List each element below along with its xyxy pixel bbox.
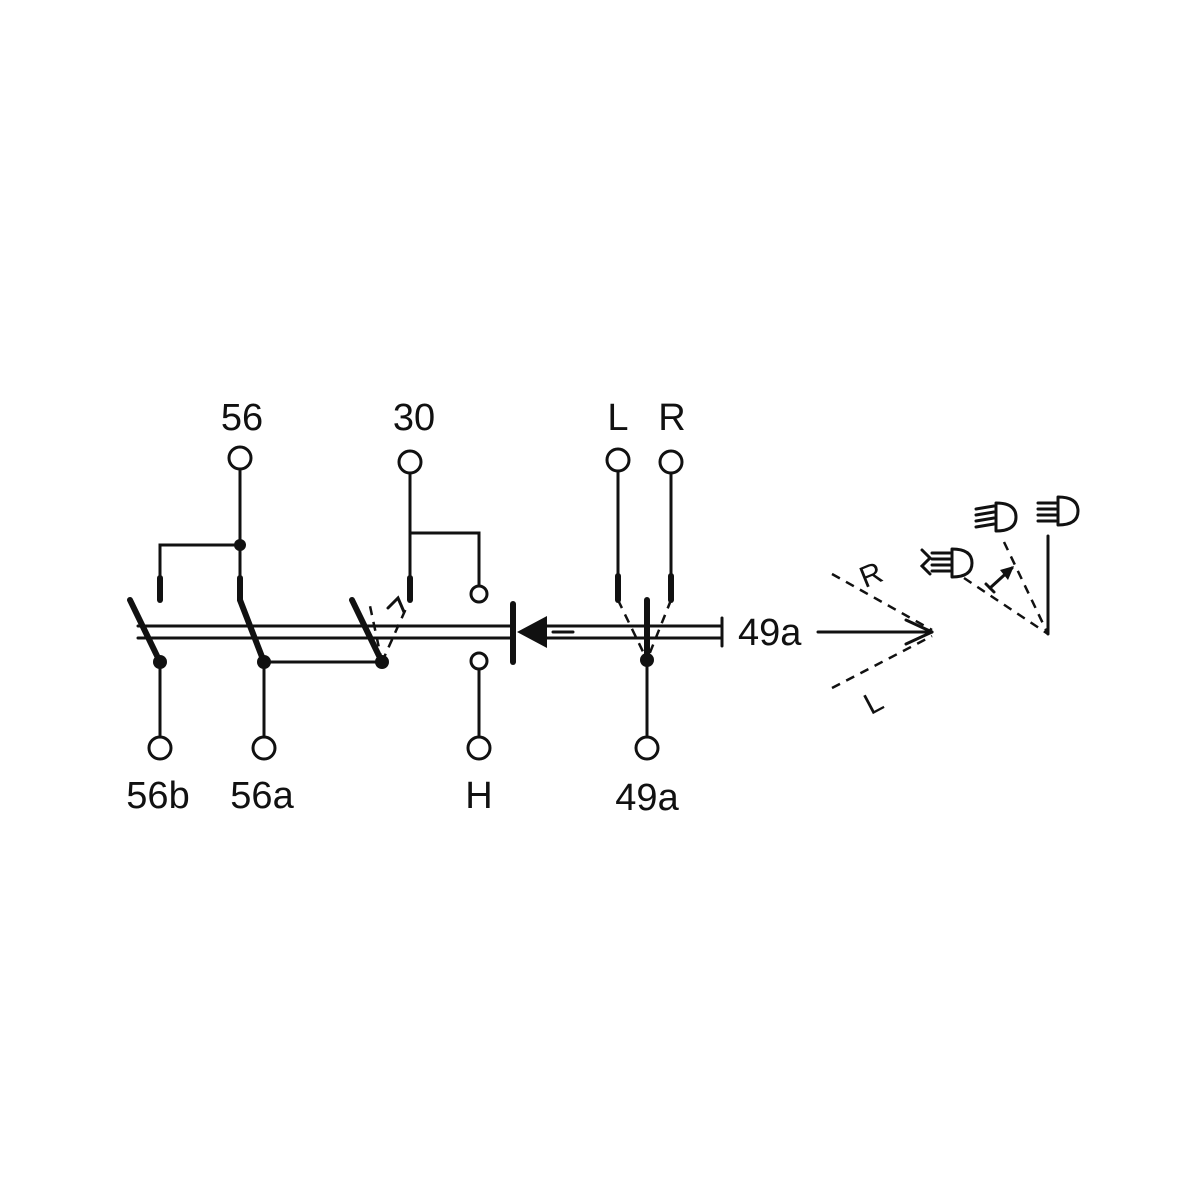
headlamp-low-beam-icon <box>974 501 1018 533</box>
direction-r-label: R <box>855 556 887 595</box>
terminal-l <box>605 447 631 473</box>
actuator <box>510 601 724 665</box>
headlamp-beam-group <box>919 495 1080 636</box>
headlamp-high-beam-icon <box>1036 495 1080 527</box>
terminal-h-label: H <box>465 775 492 817</box>
terminal-56-wiring <box>157 467 246 603</box>
terminal-56 <box>227 445 253 471</box>
contact-h <box>469 651 489 739</box>
terminal-56a-label: 56a <box>230 775 294 817</box>
terminal-56-label: 56 <box>221 397 263 439</box>
headlamp-flash-icon <box>919 547 974 579</box>
terminal-49a <box>634 735 660 761</box>
terminal-r-label: R <box>658 397 685 439</box>
terminal-30-label: 30 <box>393 397 435 439</box>
terminal-56b-label: 56b <box>126 775 189 817</box>
terminal-r <box>658 449 684 475</box>
terminal-49a-label: 49a <box>615 777 679 819</box>
direction-l-label: L <box>859 684 889 721</box>
switch-rail <box>136 624 514 640</box>
direction-indicator: R L <box>816 556 934 721</box>
terminal-56b <box>147 735 173 761</box>
contact-56a <box>237 597 384 739</box>
output-49a-label: 49a <box>738 612 802 654</box>
terminal-56a <box>251 735 277 761</box>
terminal-h <box>466 735 492 761</box>
terminal-30-wiring <box>407 471 489 604</box>
contact-30 <box>349 595 410 669</box>
terminal-30 <box>397 449 423 475</box>
contact-56b <box>127 597 167 739</box>
terminal-l-label: L <box>607 397 628 439</box>
lr-wiring <box>615 469 674 739</box>
